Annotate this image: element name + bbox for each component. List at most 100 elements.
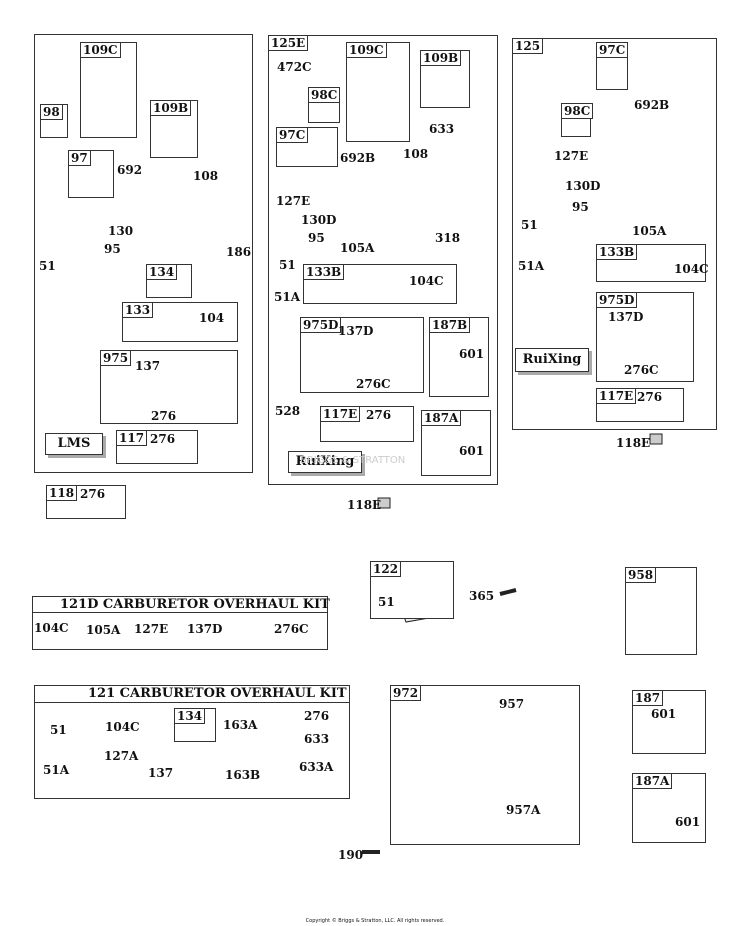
kit-121d-divider [32,612,328,613]
rx-a-label-108: 108 [403,147,429,161]
rx-b-label-51a: 51A [518,259,545,273]
item-187-label-601: 601 [651,707,677,721]
rx-b-bolt-118e [649,433,663,445]
lms-label-95: 95 [104,242,121,256]
tank-label-957a: 957A [506,803,541,817]
lms-label-276a: 276 [151,409,177,423]
rx-b-label-692b: 692B [634,98,670,112]
rx-b-tag-133b: 133B [596,244,638,260]
item-118e-b-label: 118E [616,436,651,450]
rx-b-tag-125: 125 [512,38,544,54]
rx-b-label-95: 95 [572,200,589,214]
kit121-label-127a: 127A [104,749,139,763]
item122-screw-365 [499,588,517,596]
kit121d-label-276c: 276C [274,622,309,636]
lms-brand-label: LMS [45,433,103,455]
lms-label-104: 104 [199,311,225,325]
lms-label-692: 692 [117,163,143,177]
rx-a-tag-187a: 187A [421,410,462,426]
rx-a-tag-125e: 125E [268,35,309,51]
rx-a-sub-109c [346,42,410,142]
kit121-label-633a: 633A [299,760,334,774]
rx-a-label-601b: 601 [459,444,485,458]
kit121-label-276: 276 [304,709,330,723]
rx-a-label-51a: 51A [274,290,301,304]
tank-972-box [390,685,580,845]
rx-a-label-318: 318 [435,231,461,245]
rx-b-label-276c: 276C [624,363,659,377]
rx-b-tag-98c: 98C [561,103,594,119]
kit121d-label-137d: 137D [187,622,223,636]
rx-a-label-137d: 137D [338,324,374,338]
rx-a-tag-133b: 133B [303,264,345,280]
lms-tag-97: 97 [68,150,91,166]
kit121-tag-134: 134 [174,708,206,724]
lms-sub-109c [80,42,137,138]
lms-label-130: 130 [108,224,134,238]
item-958-tag: 958 [625,567,657,583]
lms-label-108: 108 [193,169,219,183]
rx-b-label-130d: 130D [565,179,601,193]
rx-a-label-472c: 472C [277,60,312,74]
rx-a-tag-117e: 117E [320,406,361,422]
item-118-tag: 118 [46,485,78,501]
rx-b-tag-97c: 97C [596,42,629,58]
rx-b-brand-label: RuiXing [515,348,589,372]
lms-tag-109c: 109C [80,42,121,58]
item-187-tag: 187 [632,690,664,706]
rx-b-tag-117e: 117E [596,388,637,404]
rx-a-tag-187b: 187B [429,317,471,333]
lms-tag-109b: 109B [150,100,192,116]
kit121d-label-127e: 127E [134,622,169,636]
rx-a-label-276c: 276C [356,377,391,391]
rx-a-label-104c: 104C [409,274,444,288]
kit-121d-title: 121D CARBURETOR OVERHAUL KIT [60,597,330,612]
item-118e-a-label: 118E [347,498,382,512]
kit121-label-163a: 163A [223,718,258,732]
kit-121 [34,685,350,799]
rx-a-label-130d: 130D [301,213,337,227]
item-122-tag: 122 [370,561,402,577]
kit121-label-137: 137 [148,766,174,780]
kit-121-divider [34,702,350,703]
lms-tag-98: 98 [40,104,63,120]
kit121-label-163b: 163B [225,768,261,782]
rx-a-brand-label: RuiXing [288,451,362,473]
lms-tag-133: 133 [122,302,154,318]
lms-label-276b: 276 [150,432,176,446]
rx-a-tag-975d: 975D [300,317,342,333]
kit121-label-51a: 51A [43,763,70,777]
rx-a-label-528: 528 [275,404,301,418]
watermark: BRIGGS & STRATTON [300,455,406,466]
lms-tag-975: 975 [100,350,132,366]
kit121-label-633: 633 [304,732,330,746]
rx-a-label-276: 276 [366,408,392,422]
kit-121-title: 121 CARBURETOR OVERHAUL KIT [88,686,347,701]
kit121d-label-105a: 105A [86,623,121,637]
copyright-notice: Copyright © Briggs & Stratton, LLC. All … [305,918,445,924]
rx-b-label-51: 51 [521,218,538,232]
lms-tag-117: 117 [116,430,148,446]
rx-b-label-127e: 127E [554,149,589,163]
item-122-label-365: 365 [469,589,495,603]
rx-a-label-51: 51 [279,258,296,272]
item-118-label-276: 276 [80,487,106,501]
kit-121d [32,596,328,650]
rx-a-tag-97c: 97C [276,127,309,143]
lms-tag-134: 134 [146,264,178,280]
rx-a-tag-109c: 109C [346,42,387,58]
rx-b-label-137d: 137D [608,310,644,324]
item-187a-tag: 187A [632,773,673,789]
lms-label-51: 51 [39,259,56,273]
item-187a-label-601: 601 [675,815,701,829]
rx-a-tag-98c: 98C [308,87,341,103]
rx-a-label-105a: 105A [340,241,375,255]
tank-label-190: 190 [338,848,364,862]
lms-label-137: 137 [135,359,161,373]
kit121-label-104c: 104C [105,720,140,734]
rx-a-label-95: 95 [308,231,325,245]
kit121-label-51: 51 [50,723,67,737]
item-122-label-51: 51 [378,595,395,609]
kit121d-label-104c: 104C [34,621,69,635]
rx-a-label-633: 633 [429,122,455,136]
